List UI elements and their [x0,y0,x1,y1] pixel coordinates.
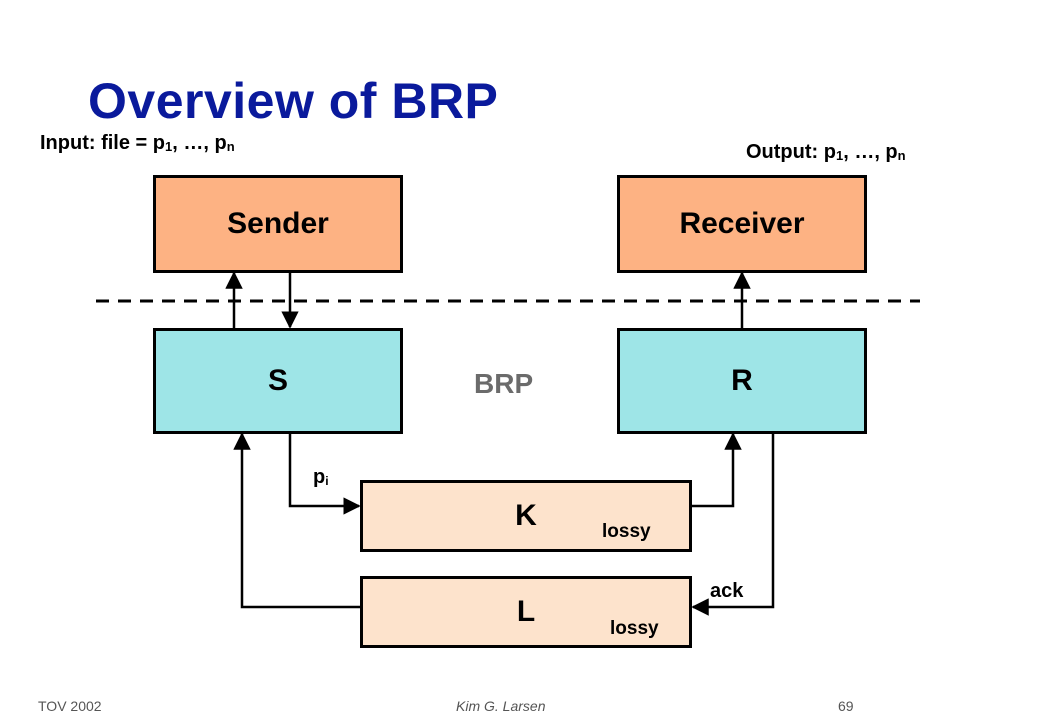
l-lossy-label: lossy [610,618,659,639]
k-lossy-label: lossy [602,521,651,542]
pi-label: pi [313,466,329,488]
k-label: K [515,499,537,532]
arrow-r-to-l [691,433,775,616]
footer-page-number: 69 [838,698,854,714]
arrow-k-to-r [692,432,742,508]
receiver-label: Receiver [679,207,805,240]
output-label: Output: p1, …, pn [746,141,906,163]
footer-author: Kim G. Larsen [456,698,546,714]
r-box: R [617,328,867,434]
brp-label: BRP [474,368,534,399]
footer-course: TOV 2002 [38,698,102,714]
arrow-s-to-k [288,433,361,515]
r-label: R [731,364,753,397]
arrow-l-to-s [233,432,360,609]
sender-label: Sender [227,207,329,240]
s-box: S [153,328,403,434]
l-channel-box: L [360,576,692,648]
sender-box: Sender [153,175,403,273]
s-label: S [267,364,288,397]
receiver-box: Receiver [617,175,867,273]
k-channel-box: K [360,480,692,552]
input-label: Input: file = p1, …, pn [40,132,235,154]
l-label: L [516,595,536,628]
ack-label: ack [710,580,744,602]
slide-title: Overview of BRP [88,73,499,129]
